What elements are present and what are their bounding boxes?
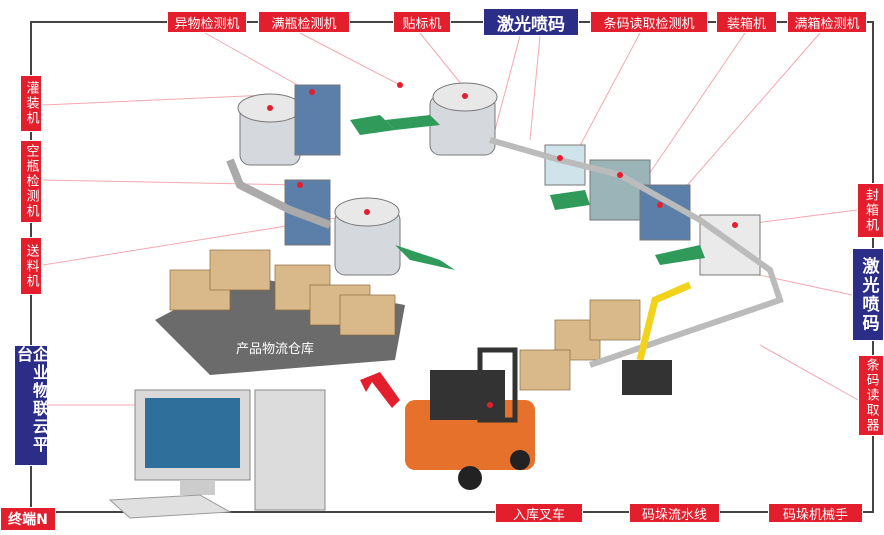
label-laser-coding-right: 激光喷码 (852, 248, 884, 341)
conveyors (350, 115, 705, 270)
label-full-case-detector: 满箱检测机 (787, 11, 867, 33)
label-case-packer: 装箱机 (716, 11, 777, 33)
label-case-sealer: 封箱机 (857, 183, 884, 238)
label-filler: 灌装机 (20, 75, 42, 132)
label-warehouse-forklift: 入库叉车 (495, 503, 583, 523)
warehouse-label: 产品物流仓库 (236, 342, 315, 357)
label-barcode-reader: 条码读取器 (858, 355, 884, 436)
label-full-bottle-detector: 满瓶检测机 (258, 11, 350, 33)
label-feeder: 送料机 (20, 237, 42, 295)
label-empty-bottle-detector: 空瓶检测机 (20, 140, 42, 223)
label-barcode-reader-detector: 条码读取检测机 (590, 11, 708, 33)
label-palletizing-line: 码垛流水线 (629, 503, 720, 523)
machines (237, 82, 761, 276)
label-laser-coding: 激光喷码 (483, 8, 579, 36)
marker-dots (267, 82, 738, 408)
leader-lines (42, 32, 859, 406)
label-palletizing-robot: 码垛机械手 (768, 503, 863, 523)
forklift (405, 347, 535, 490)
label-terminal-n: 终端N (0, 507, 56, 531)
robot-arm (622, 281, 692, 395)
label-labeler: 贴标机 (393, 11, 451, 33)
label-foreign-object-detector: 异物检测机 (167, 11, 247, 33)
arrow-icon (360, 372, 400, 408)
stacked-boxes (169, 249, 641, 391)
label-iot-cloud-platform: 企业物联云平台 (14, 345, 49, 466)
computer-terminal (108, 389, 326, 519)
